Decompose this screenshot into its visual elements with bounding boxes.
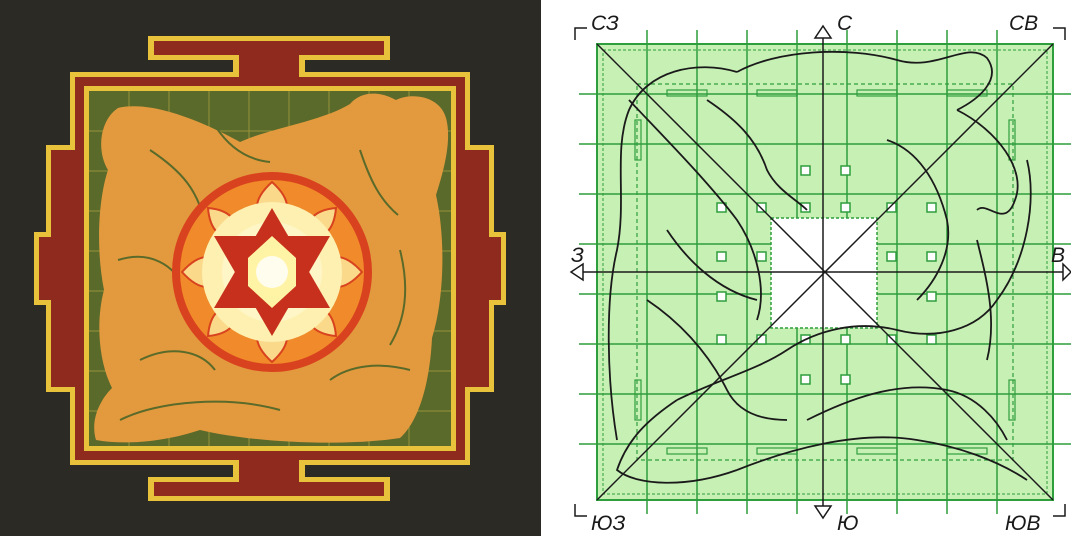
vastu-grid-plan: С СВ В ЮВ Ю ЮЗ З СЗ	[557, 0, 1071, 536]
label-south-west: ЮЗ	[591, 512, 625, 535]
label-north: С	[837, 12, 853, 35]
label-north-east: СВ	[1009, 12, 1038, 35]
yantra-svg	[0, 0, 541, 536]
label-south-east: ЮВ	[1005, 512, 1040, 535]
vastu-purusha-yantra	[0, 0, 541, 536]
label-east: В	[1051, 244, 1065, 267]
label-south: Ю	[837, 512, 858, 535]
label-west: З	[571, 244, 584, 267]
plan-svg: С СВ В ЮВ Ю ЮЗ З СЗ	[557, 0, 1071, 536]
bindu-center	[256, 256, 288, 288]
label-north-west: СЗ	[591, 12, 619, 35]
